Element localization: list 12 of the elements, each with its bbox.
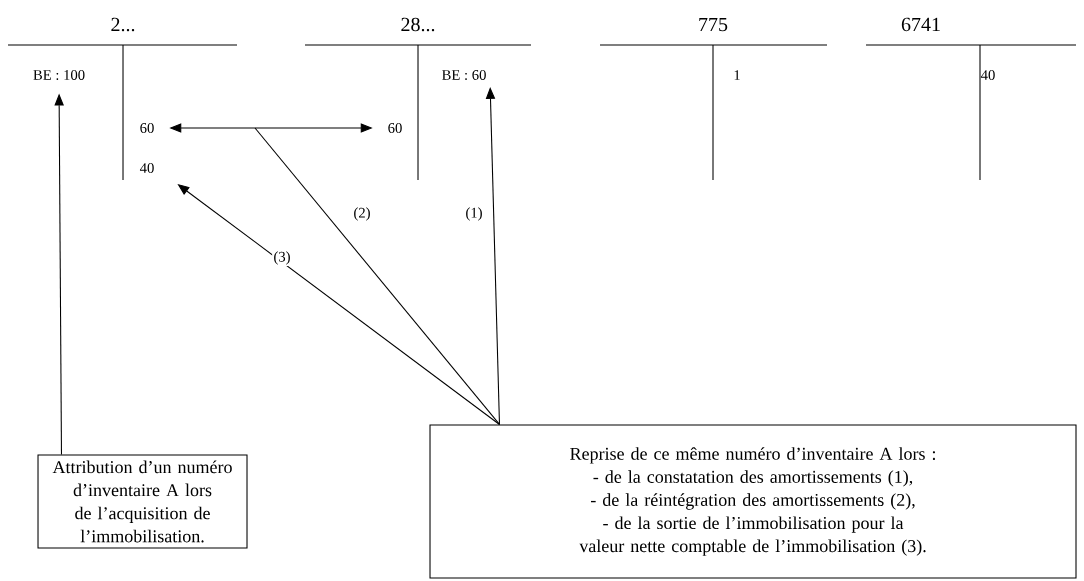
text-box: Attribution d’un numéro d’inventaire A lors de l’acquisition de l’immobilisation. <box>37 454 248 549</box>
account-entry: 40 <box>980 70 995 80</box>
text-box: Reprise de ce même numéro d’inventaire A lors : - de la constatation des amortissements (1), - de la réintégration des amortissements (2), - de la sortie de l’immobilisation pour la valeur nette comptable de l’immobilisation (3). <box>429 424 1077 579</box>
account-entry: 60 <box>388 123 402 133</box>
account-entry: BE : 60 <box>442 70 486 80</box>
edge-label: (2) <box>352 206 372 222</box>
edge-label: (3) <box>272 250 292 266</box>
account-entry: BE : 100 <box>33 70 85 80</box>
account-entry: 60 <box>140 123 154 133</box>
account-entry: 40 <box>139 163 154 173</box>
edge-label: (1) <box>464 206 484 222</box>
account-entry: 1 <box>734 70 740 80</box>
